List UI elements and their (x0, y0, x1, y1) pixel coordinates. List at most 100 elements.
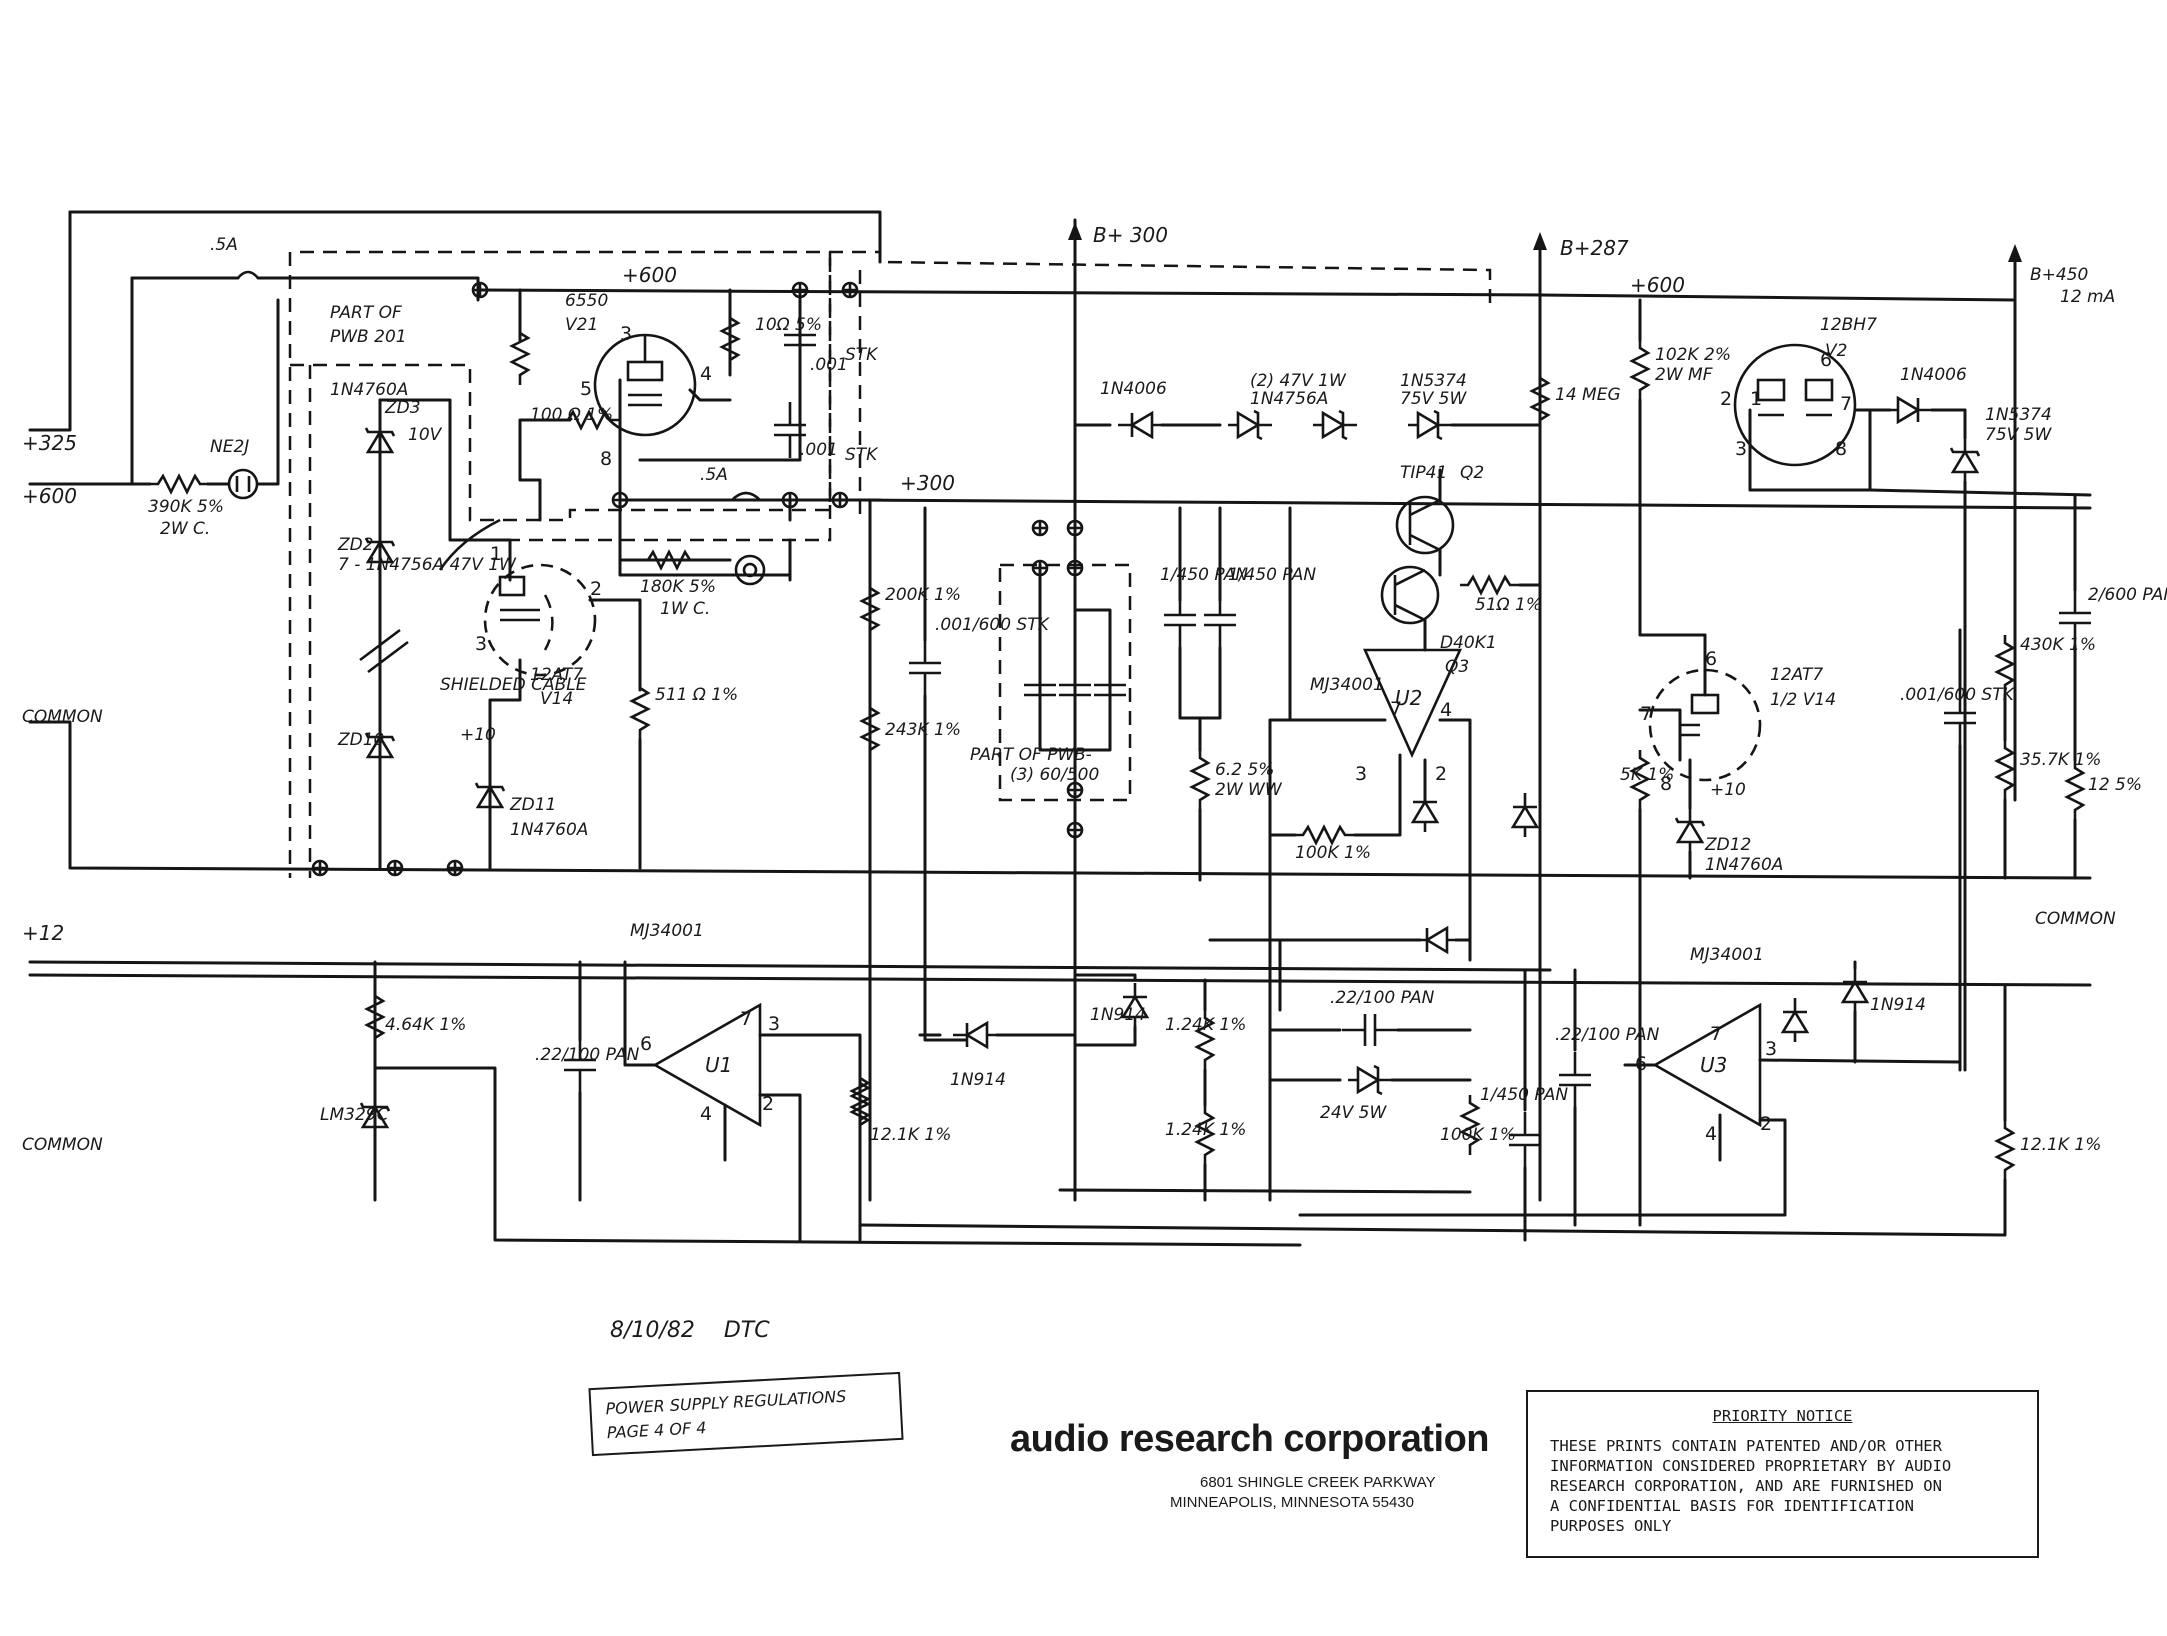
svg-text:2: 2 (1435, 763, 1447, 785)
svg-text:+12: +12 (22, 921, 64, 945)
svg-text:+10: +10 (1710, 780, 1746, 800)
svg-text:2: 2 (1760, 1113, 1772, 1135)
svg-text:7 - 1N4756A 47V 1W: 7 - 1N4756A 47V 1W (338, 555, 517, 575)
resistor-390k (148, 474, 212, 494)
opamp-u3 (858, 960, 2015, 1237)
svg-text:STK: STK (845, 445, 879, 465)
v2-section (1538, 244, 2092, 1072)
svg-text:7: 7 (740, 1008, 752, 1030)
svg-text:200K 1%: 200K 1% (885, 585, 961, 605)
svg-text:8: 8 (1835, 438, 1847, 460)
svg-text:2W MF: 2W MF (1655, 365, 1713, 385)
svg-text:100K 1%: 100K 1% (1440, 1125, 1516, 1145)
svg-text:SHIELDED CABLE: SHIELDED CABLE (440, 675, 587, 695)
svg-text:1N4760A: 1N4760A (510, 820, 588, 840)
svg-text:24V 5W: 24V 5W (1320, 1103, 1387, 1123)
svg-text:1N914: 1N914 (1090, 1005, 1146, 1025)
svg-text:2: 2 (1720, 388, 1732, 410)
svg-text:+600: +600 (622, 263, 677, 287)
svg-text:1N4006: 1N4006 (1900, 365, 1967, 385)
svg-text:7: 7 (1390, 698, 1402, 720)
svg-text:.22/100 PAN: .22/100 PAN (535, 1045, 640, 1065)
svg-text:MJ34001: MJ34001 (1310, 675, 1384, 695)
neon-lamp-ne2j (227, 468, 259, 500)
svg-text:3: 3 (768, 1013, 780, 1035)
svg-text:1: 1 (490, 543, 502, 565)
priority-notice-body: THESE PRINTS CONTAIN PATENTED AND/OR OTH… (1550, 1437, 1952, 1535)
svg-text:180K 5%: 180K 5% (640, 577, 716, 597)
svg-text:ZD10: ZD10 (337, 730, 384, 750)
svg-text:NE2J: NE2J (210, 437, 249, 457)
svg-text:COMMON: COMMON (2035, 909, 2116, 929)
svg-text:430K 1%: 430K 1% (2020, 635, 2096, 655)
svg-text:U2: U2 (1395, 686, 1422, 710)
svg-text:100 Ω 1%: 100 Ω 1% (530, 405, 613, 425)
svg-text:8: 8 (1660, 773, 1672, 795)
svg-text:MJ34001: MJ34001 (1690, 945, 1764, 965)
svg-text:8: 8 (600, 448, 612, 470)
svg-text:12.1K 1%: 12.1K 1% (870, 1125, 951, 1145)
svg-text:2: 2 (762, 1093, 774, 1115)
svg-text:.001/600 STK: .001/600 STK (935, 615, 1051, 635)
svg-text:243K 1%: 243K 1% (885, 720, 961, 740)
svg-text:(2) 47V 1W: (2) 47V 1W (1250, 371, 1347, 391)
svg-text:.001: .001 (800, 440, 838, 460)
series-zeners (1073, 409, 1542, 441)
svg-text:COMMON: COMMON (22, 1135, 103, 1155)
svg-text:12 5%: 12 5% (2088, 775, 2142, 795)
svg-text:COMMON: COMMON (22, 707, 103, 727)
svg-text:51Ω 1%: 51Ω 1% (1475, 595, 1542, 615)
svg-text:12 mA: 12 mA (2060, 287, 2115, 307)
resistor-100k-2w (510, 323, 530, 387)
svg-text:1/2 V14: 1/2 V14 (1770, 690, 1836, 710)
cap-1-450-c (1507, 968, 1543, 1242)
svg-text:1: 1 (1750, 388, 1762, 410)
input-wiring (28, 210, 2092, 880)
company-address-line-2: MINNEAPOLIS, MINNESOTA 55430 (1170, 1494, 1414, 1511)
opamp-u1 (623, 960, 862, 1242)
svg-text:1N4756A: 1N4756A (1250, 389, 1328, 409)
svg-text:1N4006: 1N4006 (1100, 379, 1167, 399)
svg-text:STK: STK (845, 345, 879, 365)
svg-text:ZD12: ZD12 (1704, 835, 1751, 855)
pwb201-dashed-outline (288, 250, 1492, 878)
svg-text:12AT7: 12AT7 (1770, 665, 1823, 685)
svg-text:4: 4 (1440, 699, 1452, 721)
svg-text:TIP41: TIP41 (1400, 463, 1447, 483)
resistors-1-24k (1058, 978, 1472, 1202)
svg-text:.22/100 PAN: .22/100 PAN (1330, 988, 1435, 1008)
svg-text:1.24K 1%: 1.24K 1% (1165, 1120, 1246, 1140)
svg-text:35.7K 1%: 35.7K 1% (2020, 750, 2101, 770)
svg-text:+325: +325 (22, 431, 77, 455)
pwb-caps-box (998, 563, 1132, 802)
svg-text:V21: V21 (565, 315, 598, 335)
tube-v14-half (1630, 633, 1762, 1227)
svg-text:7: 7 (1640, 703, 1652, 725)
svg-text:4: 4 (700, 363, 712, 385)
svg-text:+300: +300 (900, 471, 955, 495)
svg-text:14 MEG: 14 MEG (1555, 385, 1621, 405)
caps-right (1942, 493, 2093, 1072)
zener-chain (359, 398, 512, 870)
svg-text:511 Ω 1%: 511 Ω 1% (655, 685, 738, 705)
svg-text:1/450 PAN: 1/450 PAN (1228, 565, 1316, 585)
svg-text:B+ 300: B+ 300 (1093, 223, 1168, 247)
svg-text:LM329C: LM329C (320, 1105, 389, 1125)
company-address-line-1: 6801 SHINGLE CREEK PARKWAY (1200, 1474, 1436, 1491)
svg-text:6: 6 (1705, 648, 1717, 670)
svg-text:102K 2%: 102K 2% (1655, 345, 1731, 365)
cap-22-100-a (562, 960, 598, 1202)
fuse-2 (731, 491, 761, 501)
v21-wiring (518, 288, 2092, 582)
labels: +325 +600 COMMON COMMON COMMON +12 .5A N… (22, 223, 2167, 1155)
tube-v21 (593, 333, 697, 437)
svg-text:MJ34001: MJ34001 (630, 921, 704, 941)
svg-text:.5A: .5A (210, 235, 238, 255)
zener-24v (1268, 1064, 1472, 1096)
svg-text:(3) 60/500: (3) 60/500 (1010, 765, 1099, 785)
svg-text:5K 1%: 5K 1% (1620, 765, 1674, 785)
svg-text:V14: V14 (540, 689, 573, 709)
svg-text:U3: U3 (1700, 1053, 1727, 1077)
svg-text:Q3: Q3 (1445, 657, 1469, 677)
svg-text:5: 5 (580, 378, 592, 400)
